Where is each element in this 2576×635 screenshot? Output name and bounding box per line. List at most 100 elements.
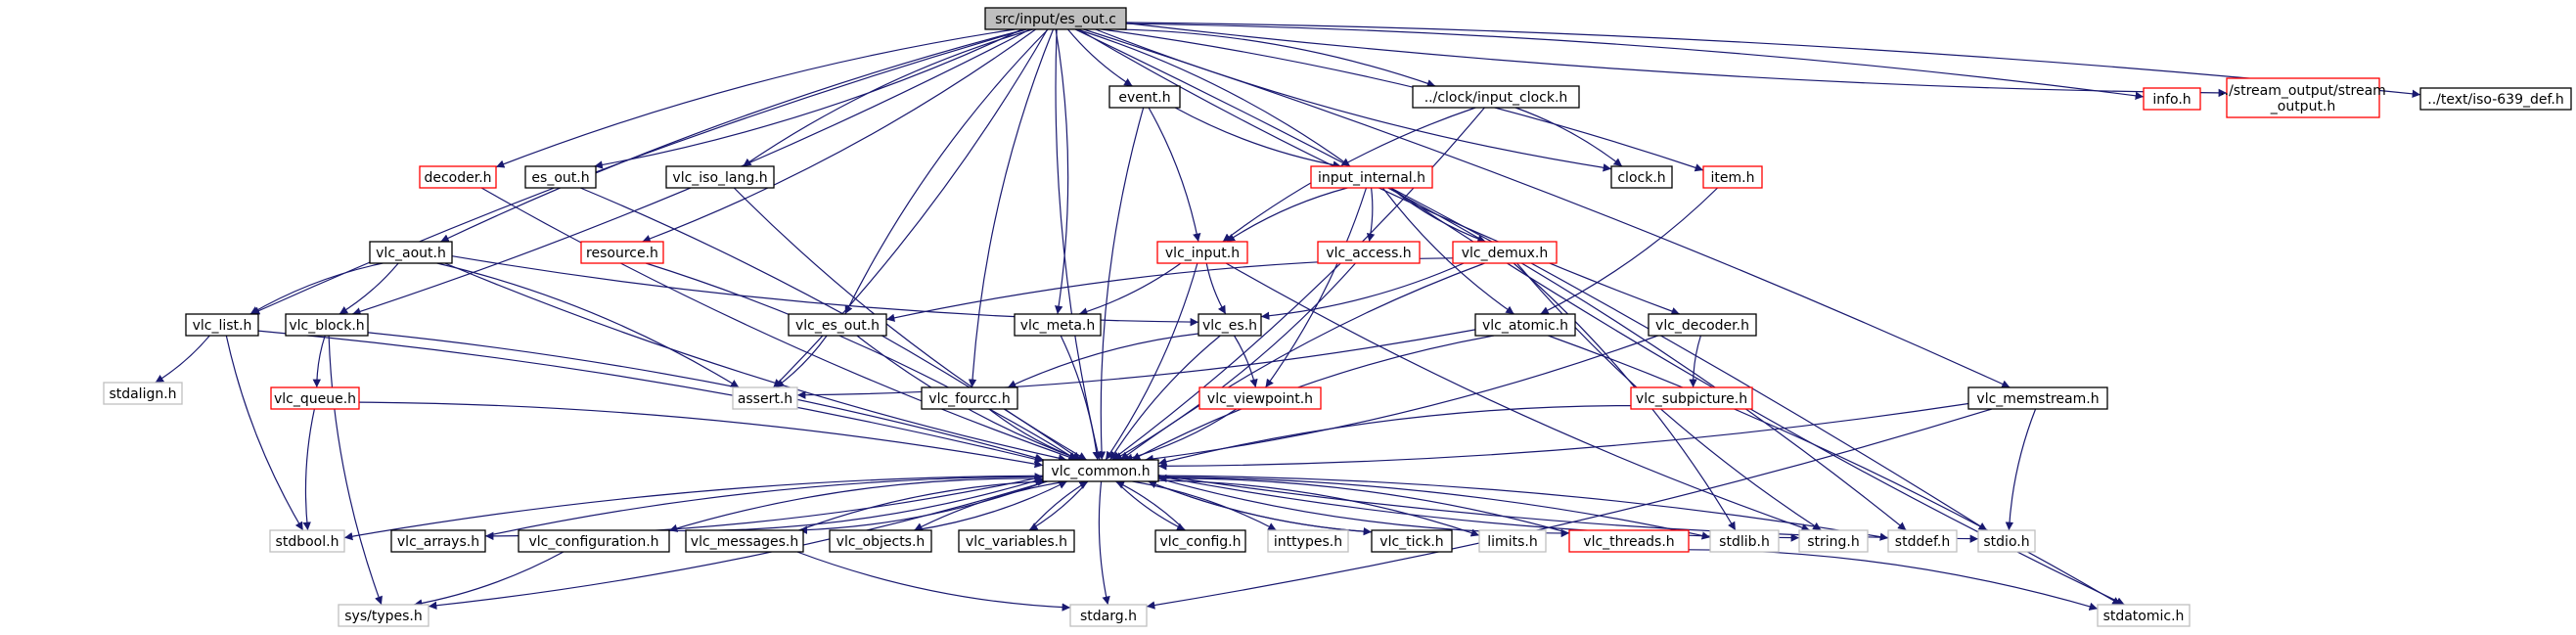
node-label: decoder.h — [424, 170, 491, 186]
node-vlc-variables-h[interactable]: vlc_variables.h — [958, 529, 1075, 553]
node-vlc-messages-h[interactable]: vlc_messages.h — [685, 529, 804, 553]
node-vlc-access-h[interactable]: vlc_access.h — [1317, 241, 1421, 264]
node-stdalign-h[interactable]: stdalign.h — [103, 382, 183, 405]
edge-vlc_atomic_h-to-assert_h — [796, 329, 1476, 399]
node-stdbool-h[interactable]: stdbool.h — [269, 529, 345, 553]
edge-vlc_input_h-to-vlc_common_h — [1105, 262, 1198, 461]
edge-vlc_aout_h-to-vlc_common_h — [444, 262, 1067, 463]
edge-line — [642, 28, 1036, 243]
node-vlc-es-out-h[interactable]: vlc_es_out.h — [788, 313, 887, 337]
node-stddef-h[interactable]: stddef.h — [1887, 529, 1958, 553]
node-decoder-h[interactable]: decoder.h — [419, 165, 497, 189]
node-vlc-iso-lang-h[interactable]: vlc_iso_lang.h — [665, 165, 775, 189]
node-limits-h[interactable]: limits.h — [1478, 529, 1547, 553]
node-event-h[interactable]: event.h — [1108, 85, 1181, 109]
edge-vlc_memstream_h-to-vlc_common_h — [1157, 402, 1969, 471]
node-assert-h[interactable]: assert.h — [732, 386, 798, 410]
edge-line — [1097, 107, 1145, 461]
edge-vlc_configuration_h-to-vlc_common_h — [668, 476, 1044, 532]
node-vlc-config-h[interactable]: vlc_config.h — [1154, 529, 1246, 553]
edge-es_out_c-to-vlc_memstream_h — [1083, 28, 2011, 388]
edge-line — [1148, 480, 1373, 533]
edge-es_out_c-to-stream_output_h — [1125, 23, 2228, 98]
edge-line — [444, 262, 1067, 463]
node-vlc-demux-h[interactable]: vlc_demux.h — [1452, 241, 1558, 264]
node-clock-h[interactable]: clock.h — [1610, 165, 1673, 189]
edge-input_clock_h-to-vlc_common_h — [1111, 107, 1485, 461]
node-label: stddef.h — [1895, 534, 1950, 550]
node-box — [1371, 529, 1453, 553]
node-box — [1648, 313, 1757, 337]
node-sys-types-h[interactable]: sys/types.h — [338, 604, 429, 627]
node-string-h[interactable]: string.h — [1798, 529, 1869, 553]
edge-line — [914, 480, 1067, 531]
node-info-h[interactable]: info.h — [2143, 87, 2201, 111]
node-box — [1702, 165, 1763, 189]
node-vlc-es-h[interactable]: vlc_es.h — [1198, 313, 1262, 337]
node-stdlib-h[interactable]: stdlib.h — [1709, 529, 1780, 553]
edge-vlc_decoder_h-to-vlc_subpicture_h — [1689, 335, 1701, 388]
node-box — [285, 313, 369, 337]
node-inttypes-h[interactable]: inttypes.h — [1267, 529, 1349, 553]
node-box — [1798, 529, 1869, 553]
node-vlc-atomic-h[interactable]: vlc_atomic.h — [1474, 313, 1576, 337]
edge-line — [594, 28, 1022, 169]
node-vlc-decoder-h[interactable]: vlc_decoder.h — [1648, 313, 1757, 337]
edge-vlc_queue_h-to-stdbool_h — [302, 408, 315, 531]
edge-line — [480, 187, 1078, 462]
node-vlc-aout-h[interactable]: vlc_aout.h — [369, 241, 453, 264]
node-vlc-fourcc-h[interactable]: vlc_fourcc.h — [921, 386, 1018, 410]
node-box — [665, 165, 775, 189]
node-vlc-arrays-h[interactable]: vlc_arrays.h — [390, 529, 486, 553]
node-vlc-block-h[interactable]: vlc_block.h — [285, 313, 369, 337]
node-stream-output-h[interactable]: ../stream_output/stream_output.h — [2220, 77, 2386, 118]
node-vlc-configuration-h[interactable]: vlc_configuration.h — [518, 529, 670, 553]
node-box — [2097, 604, 2191, 627]
node-vlc-threads-h[interactable]: vlc_threads.h — [1568, 529, 1690, 553]
node-box — [1317, 241, 1421, 264]
edge-vlc_block_h-to-sys_types_h — [328, 335, 383, 606]
node-box — [185, 313, 259, 337]
node-es-out-h[interactable]: es_out.h — [524, 165, 597, 189]
node-box — [1108, 85, 1181, 109]
node-box — [2419, 87, 2572, 111]
node-stdatomic-h[interactable]: stdatomic.h — [2097, 604, 2191, 627]
edge-vlc_config_h-to-vlc_common_h — [1115, 480, 1186, 531]
edge-event_h-to-vlc_input_h — [1148, 107, 1201, 243]
node-box — [369, 241, 453, 264]
node-box — [1198, 386, 1322, 410]
edge-vlc_common_h-to-stdbool_h — [343, 475, 1044, 541]
node-input-internal-h[interactable]: input_internal.h — [1310, 165, 1433, 189]
node-box — [1977, 529, 2036, 553]
node-item-h[interactable]: item.h — [1702, 165, 1763, 189]
node-resource-h[interactable]: resource.h — [580, 241, 664, 264]
node-vlc-queue-h[interactable]: vlc_queue.h — [270, 386, 360, 410]
node-vlc-input-h[interactable]: vlc_input.h — [1156, 241, 1248, 264]
edge-line — [413, 551, 565, 608]
edges-layer — [155, 22, 2421, 612]
node-vlc-list-h[interactable]: vlc_list.h — [185, 313, 259, 337]
edge-vlc_common_h-to-vlc_configuration_h — [668, 477, 1044, 532]
node-vlc-meta-h[interactable]: vlc_meta.h — [1014, 313, 1102, 337]
edge-line — [367, 332, 1044, 462]
node-vlc-common-h[interactable]: vlc_common.h — [1042, 459, 1159, 482]
node-stdarg-h[interactable]: stdarg.h — [1069, 604, 1148, 627]
edge-vlc_block_h-to-vlc_queue_h — [312, 335, 326, 388]
node-label: ../text/iso-639_def.h — [2427, 92, 2563, 108]
node-input-clock-h[interactable]: ../clock/input_clock.h — [1412, 85, 1580, 109]
node-vlc-subpicture-h[interactable]: vlc_subpicture.h — [1630, 386, 1753, 410]
node-box — [984, 7, 1127, 30]
node-vlc-objects-h[interactable]: vlc_objects.h — [829, 529, 932, 553]
node-iso-639-def-h[interactable]: ../text/iso-639_def.h — [2419, 87, 2572, 111]
node-vlc-memstream-h[interactable]: vlc_memstream.h — [1967, 386, 2108, 410]
edge-line — [328, 335, 383, 606]
node-box — [732, 386, 798, 410]
edge-line — [1083, 28, 2011, 388]
node-label: clock.h — [1617, 170, 1665, 186]
node-stdio-h[interactable]: stdio.h — [1977, 529, 2036, 553]
node-box — [2226, 77, 2380, 118]
node-vlc-tick-h[interactable]: vlc_tick.h — [1371, 529, 1453, 553]
node-vlc-viewpoint-h[interactable]: vlc_viewpoint.h — [1198, 386, 1322, 410]
edge-line — [1689, 335, 1701, 388]
edge-line — [796, 551, 1071, 612]
